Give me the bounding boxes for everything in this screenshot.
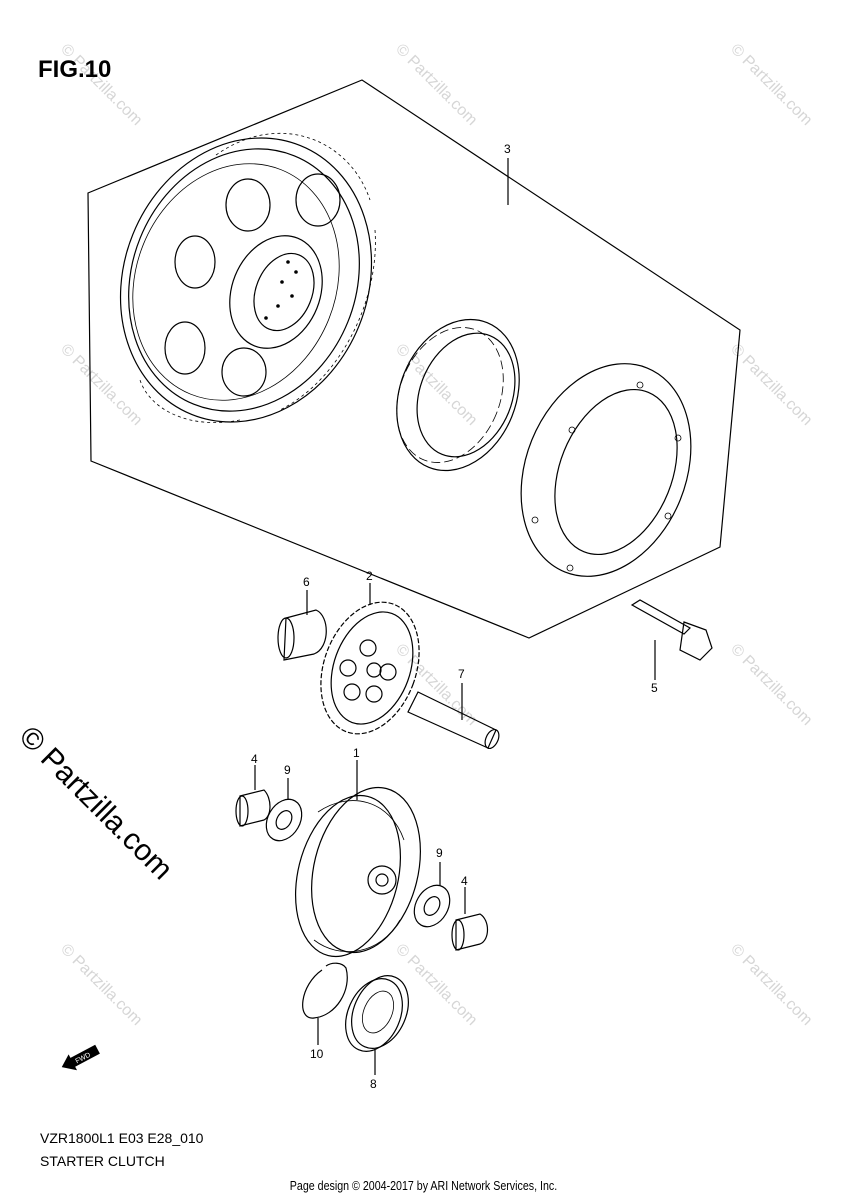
part-4-bushing-lower [451,887,489,951]
model-code: VZR1800L1 E03 E28_010 [40,1130,204,1146]
section-name: STARTER CLUTCH [40,1153,165,1169]
part-9-washer-lower [413,862,451,928]
watermark-tile: © Partzilla.com [392,941,480,1029]
callout-9[interactable]: 9 [284,763,291,777]
part-3-starter-driven-gear [119,132,376,423]
part-one-way-clutch [396,318,520,472]
callout-3[interactable]: 3 [504,142,511,156]
watermark-tile: © Partzilla.com [392,341,480,429]
fwd-arrow-icon: FWD [61,1044,100,1071]
callout-9[interactable]: 9 [436,846,443,860]
assembly-outline-3 [87,79,741,639]
part-8-bearing [345,975,409,1075]
part-1-starter-idle-gear-assy [294,760,421,958]
callout-7[interactable]: 7 [458,667,465,681]
callout-8[interactable]: 8 [370,1077,377,1091]
fwd-label: FWD [75,1052,92,1066]
part-9-washer-upper [265,778,303,842]
part-4-bushing-upper [235,765,271,827]
callout-4[interactable]: 4 [251,752,258,766]
callout-1[interactable]: 1 [353,746,360,760]
part-6-bushing [277,590,327,661]
part-2-idle-gear [320,583,420,735]
watermark-tile: © Partzilla.com [727,341,815,429]
watermark-tile: © Partzilla.com [392,41,480,129]
watermark-tile: © Partzilla.com [57,941,145,1029]
page-footer: Page design © 2004-2017 by ARI Network S… [289,1178,558,1193]
part-7-shaft [407,683,500,750]
callout-5[interactable]: 5 [651,681,658,695]
callout-2[interactable]: 2 [366,569,373,583]
callout-6[interactable]: 6 [303,575,310,589]
watermark-tile: © Partzilla.com [727,941,815,1029]
callout-4[interactable]: 4 [461,874,468,888]
part-5-bolt [630,599,713,680]
watermark-tile: © Partzilla.com [57,41,145,129]
part-starter-clutch-housing [520,363,692,577]
callout-10[interactable]: 10 [310,1047,324,1061]
watermark-tile: © Partzilla.com [727,41,815,129]
figure-title: FIG.10 [38,56,112,83]
gear-hub-holes [264,260,298,320]
part-10-circlip [302,962,348,1045]
watermark-tile: © Partzilla.com [727,641,815,729]
